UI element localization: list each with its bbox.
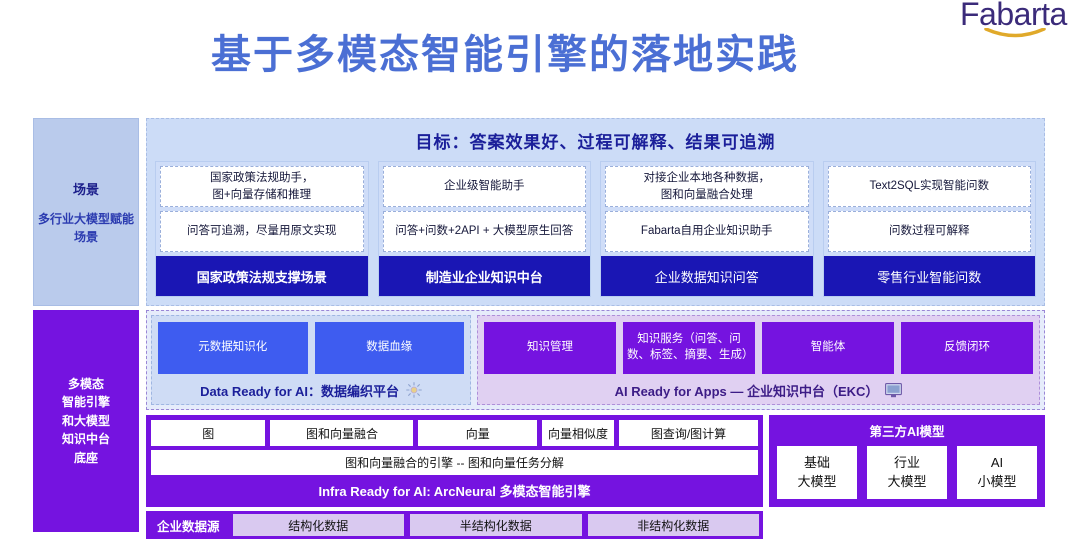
scenario-card[interactable]: Text2SQL实现智能问数 问数过程可解释 零售行业智能问数 [822, 161, 1036, 297]
logo-arc-icon [984, 28, 1046, 40]
apps-ready-chip[interactable]: 知识管理 [484, 322, 617, 374]
scenario-card-bullets: 对接企业本地各种数据，图和向量融合处理 Fabarta自用企业知识助手 [601, 162, 813, 256]
infra-capability[interactable]: 图查询/图计算 [619, 420, 758, 446]
infra-capability-row: 图 图和向量融合 向量 向量相似度 图查询/图计算 [151, 420, 758, 446]
logo-wordmark: Fabarta [960, 0, 1067, 32]
infra-block: 图 图和向量融合 向量 向量相似度 图查询/图计算 图和向量融合的引擎 -- 图… [146, 415, 763, 507]
data-source-chip[interactable]: 非结构化数据 [587, 514, 760, 536]
scenario-side-label: 场景 多行业大模型赋能场景 [33, 118, 139, 306]
data-ready-block: 元数据知识化 数据血缘 Data Ready for AI：数据编织平台 [151, 315, 472, 405]
apps-ready-caption-text: AI Ready for Apps — 企业知识中台（EKC） [614, 383, 879, 399]
data-ready-chip[interactable]: 数据血缘 [314, 322, 465, 374]
data-ready-chip[interactable]: 元数据知识化 [158, 322, 308, 374]
third-party-models-title: 第三方AI模型 [869, 425, 945, 439]
scenario-bullet: 问数过程可解释 [827, 211, 1031, 252]
infra-footer: Infra Ready for AI: ArcNeural 多模态智能引擎 [318, 484, 591, 499]
model-box[interactable]: 基础大模型 [777, 446, 857, 499]
data-ready-chips: 元数据知识化 数据血缘 [158, 322, 465, 374]
data-ready-caption: Data Ready for AI：数据编织平台 [158, 379, 464, 401]
apps-ready-caption: AI Ready for Apps — 企业知识中台（EKC） [484, 379, 1033, 401]
infra-capability[interactable]: 图和向量融合 [270, 420, 414, 446]
data-source-chip[interactable]: 结构化数据 [232, 514, 405, 536]
scenario-bullet: Fabarta自用企业知识助手 [605, 211, 809, 252]
fabarta-logo: Fabarta [960, 0, 1078, 42]
apps-ready-chip[interactable]: 知识服务（问答、问数、标签、摘要、生成） [623, 322, 756, 374]
page-title: 基于多模态智能引擎的落地实践 [211, 31, 799, 78]
apps-ready-chips: 知识管理 知识服务（问答、问数、标签、摘要、生成） 智能体 反馈闭环 [484, 322, 1034, 374]
scenario-bullet: 国家政策法规助手，图+向量存储和推理 [160, 166, 364, 207]
scenario-bullet: 对接企业本地各种数据，图和向量融合处理 [605, 166, 809, 207]
infra-capability[interactable]: 向量相似度 [541, 420, 614, 446]
data-ready-caption-text: Data Ready for AI：数据编织平台 [200, 383, 399, 399]
scenario-card-bullets: Text2SQL实现智能问数 问数过程可解释 [824, 162, 1036, 256]
scenario-card-footer: 制造业企业知识中台 [378, 256, 590, 296]
sparkle-icon [406, 382, 422, 398]
model-box[interactable]: 行业大模型 [867, 446, 947, 499]
scenario-card-bullets: 企业级智能助手 问答+问数+2API + 大模型原生回答 [379, 162, 591, 256]
scenario-card[interactable]: 国家政策法规助手，图+向量存储和推理 问答可追溯，尽量用原文实现 国家政策法规支… [155, 161, 369, 297]
infra-capability[interactable]: 图 [151, 420, 266, 446]
platform-side-sub: 多模态智能引擎和大模型知识中台底座 [61, 376, 110, 465]
infra-layer: 图 图和向量融合 向量 向量相似度 图查询/图计算 图和向量融合的引擎 -- 图… [146, 415, 1045, 507]
platform-side-label: 多模态智能引擎和大模型知识中台底座 [33, 310, 139, 532]
scenario-bullet: 问答可追溯，尽量用原文实现 [160, 211, 364, 252]
infra-capability[interactable]: 向量 [418, 420, 537, 446]
data-source-strip: 企业数据源 结构化数据 半结构化数据 非结构化数据 [146, 511, 763, 539]
monitor-icon [885, 382, 903, 398]
scenario-card-footer: 国家政策法规支撑场景 [156, 256, 368, 296]
scenario-panel: 目标：答案效果好、过程可解释、结果可追溯 国家政策法规助手，图+向量存储和推理 … [146, 118, 1045, 306]
scenario-side-heading: 场景 [72, 181, 99, 197]
data-source-label: 企业数据源 [157, 519, 220, 534]
scenario-card-list: 国家政策法规助手，图+向量存储和推理 问答可追溯，尽量用原文实现 国家政策法规支… [155, 161, 1036, 297]
scenario-card-footer: 零售行业智能问数 [823, 256, 1035, 296]
scenario-side-sub: 多行业大模型赋能场景 [37, 211, 134, 244]
apps-ready-chip[interactable]: 反馈闭环 [901, 322, 1034, 374]
data-source-layer: 企业数据源 结构化数据 半结构化数据 非结构化数据 [146, 511, 1045, 539]
scenario-card[interactable]: 对接企业本地各种数据，图和向量融合处理 Fabarta自用企业知识助手 企业数据… [600, 161, 814, 297]
scenario-card-bullets: 国家政策法规助手，图+向量存储和推理 问答可追溯，尽量用原文实现 [156, 162, 368, 256]
apps-ready-block: 知识管理 知识服务（问答、问数、标签、摘要、生成） 智能体 反馈闭环 AI Re… [477, 315, 1040, 405]
scenario-card-footer: 企业数据知识问答 [601, 256, 813, 296]
data-source-spacer [769, 511, 1045, 539]
ready-layer: 元数据知识化 数据血缘 Data Ready for AI：数据编织平台 [146, 310, 1045, 410]
data-source-chip[interactable]: 半结构化数据 [410, 514, 582, 536]
scenario-bullet: Text2SQL实现智能问数 [827, 166, 1031, 207]
scenario-bullet: 企业级智能助手 [382, 166, 586, 207]
goal-statement: 目标：答案效果好、过程可解释、结果可追溯 [415, 133, 776, 152]
scenario-bullet: 问答+问数+2API + 大模型原生回答 [382, 211, 586, 252]
infra-engine-description: 图和向量融合的引擎 -- 图和向量任务分解 [151, 450, 758, 475]
apps-ready-chip[interactable]: 智能体 [762, 322, 895, 374]
scenario-section: 场景 多行业大模型赋能场景 目标：答案效果好、过程可解释、结果可追溯 国家政策法… [33, 118, 1045, 306]
platform-panel: 元数据知识化 数据血缘 Data Ready for AI：数据编织平台 [146, 310, 1045, 539]
scenario-card[interactable]: 企业级智能助手 问答+问数+2API + 大模型原生回答 制造业企业知识中台 [377, 161, 591, 297]
platform-section: 多模态智能引擎和大模型知识中台底座 元数据知识化 数据血缘 Data Ready… [33, 310, 1045, 539]
